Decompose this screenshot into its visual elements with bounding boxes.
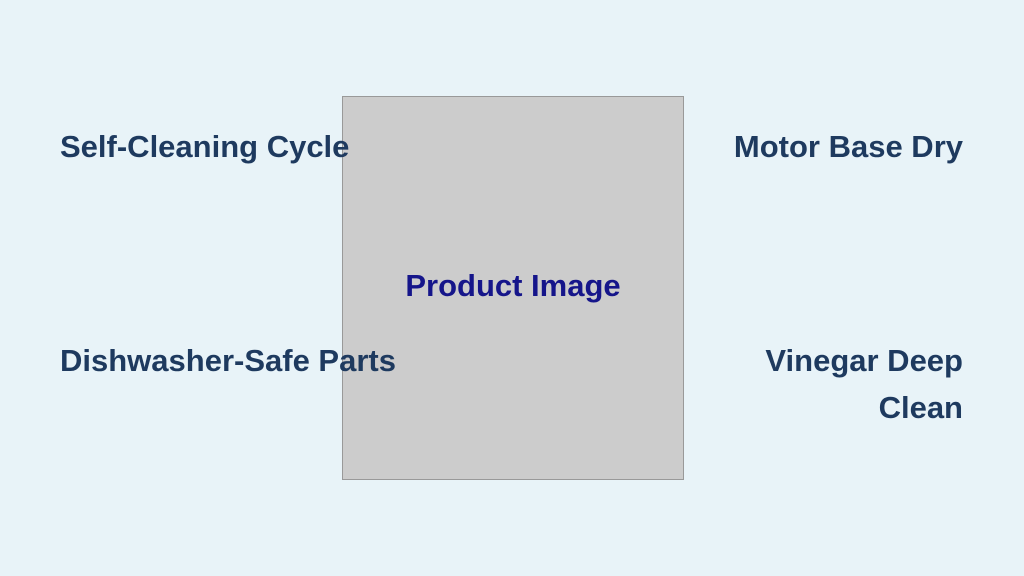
feature-self-cleaning: Self-Cleaning Cycle	[60, 129, 350, 164]
product-image-label: Product Image	[405, 268, 621, 303]
feature-motor-base-dry: Motor Base Dry	[733, 129, 963, 164]
feature-vinegar-clean: Vinegar Deep Clean	[765, 343, 963, 425]
feature-dishwasher-safe: Dishwasher-Safe Parts	[60, 343, 396, 378]
product-image-placeholder	[342, 96, 684, 480]
